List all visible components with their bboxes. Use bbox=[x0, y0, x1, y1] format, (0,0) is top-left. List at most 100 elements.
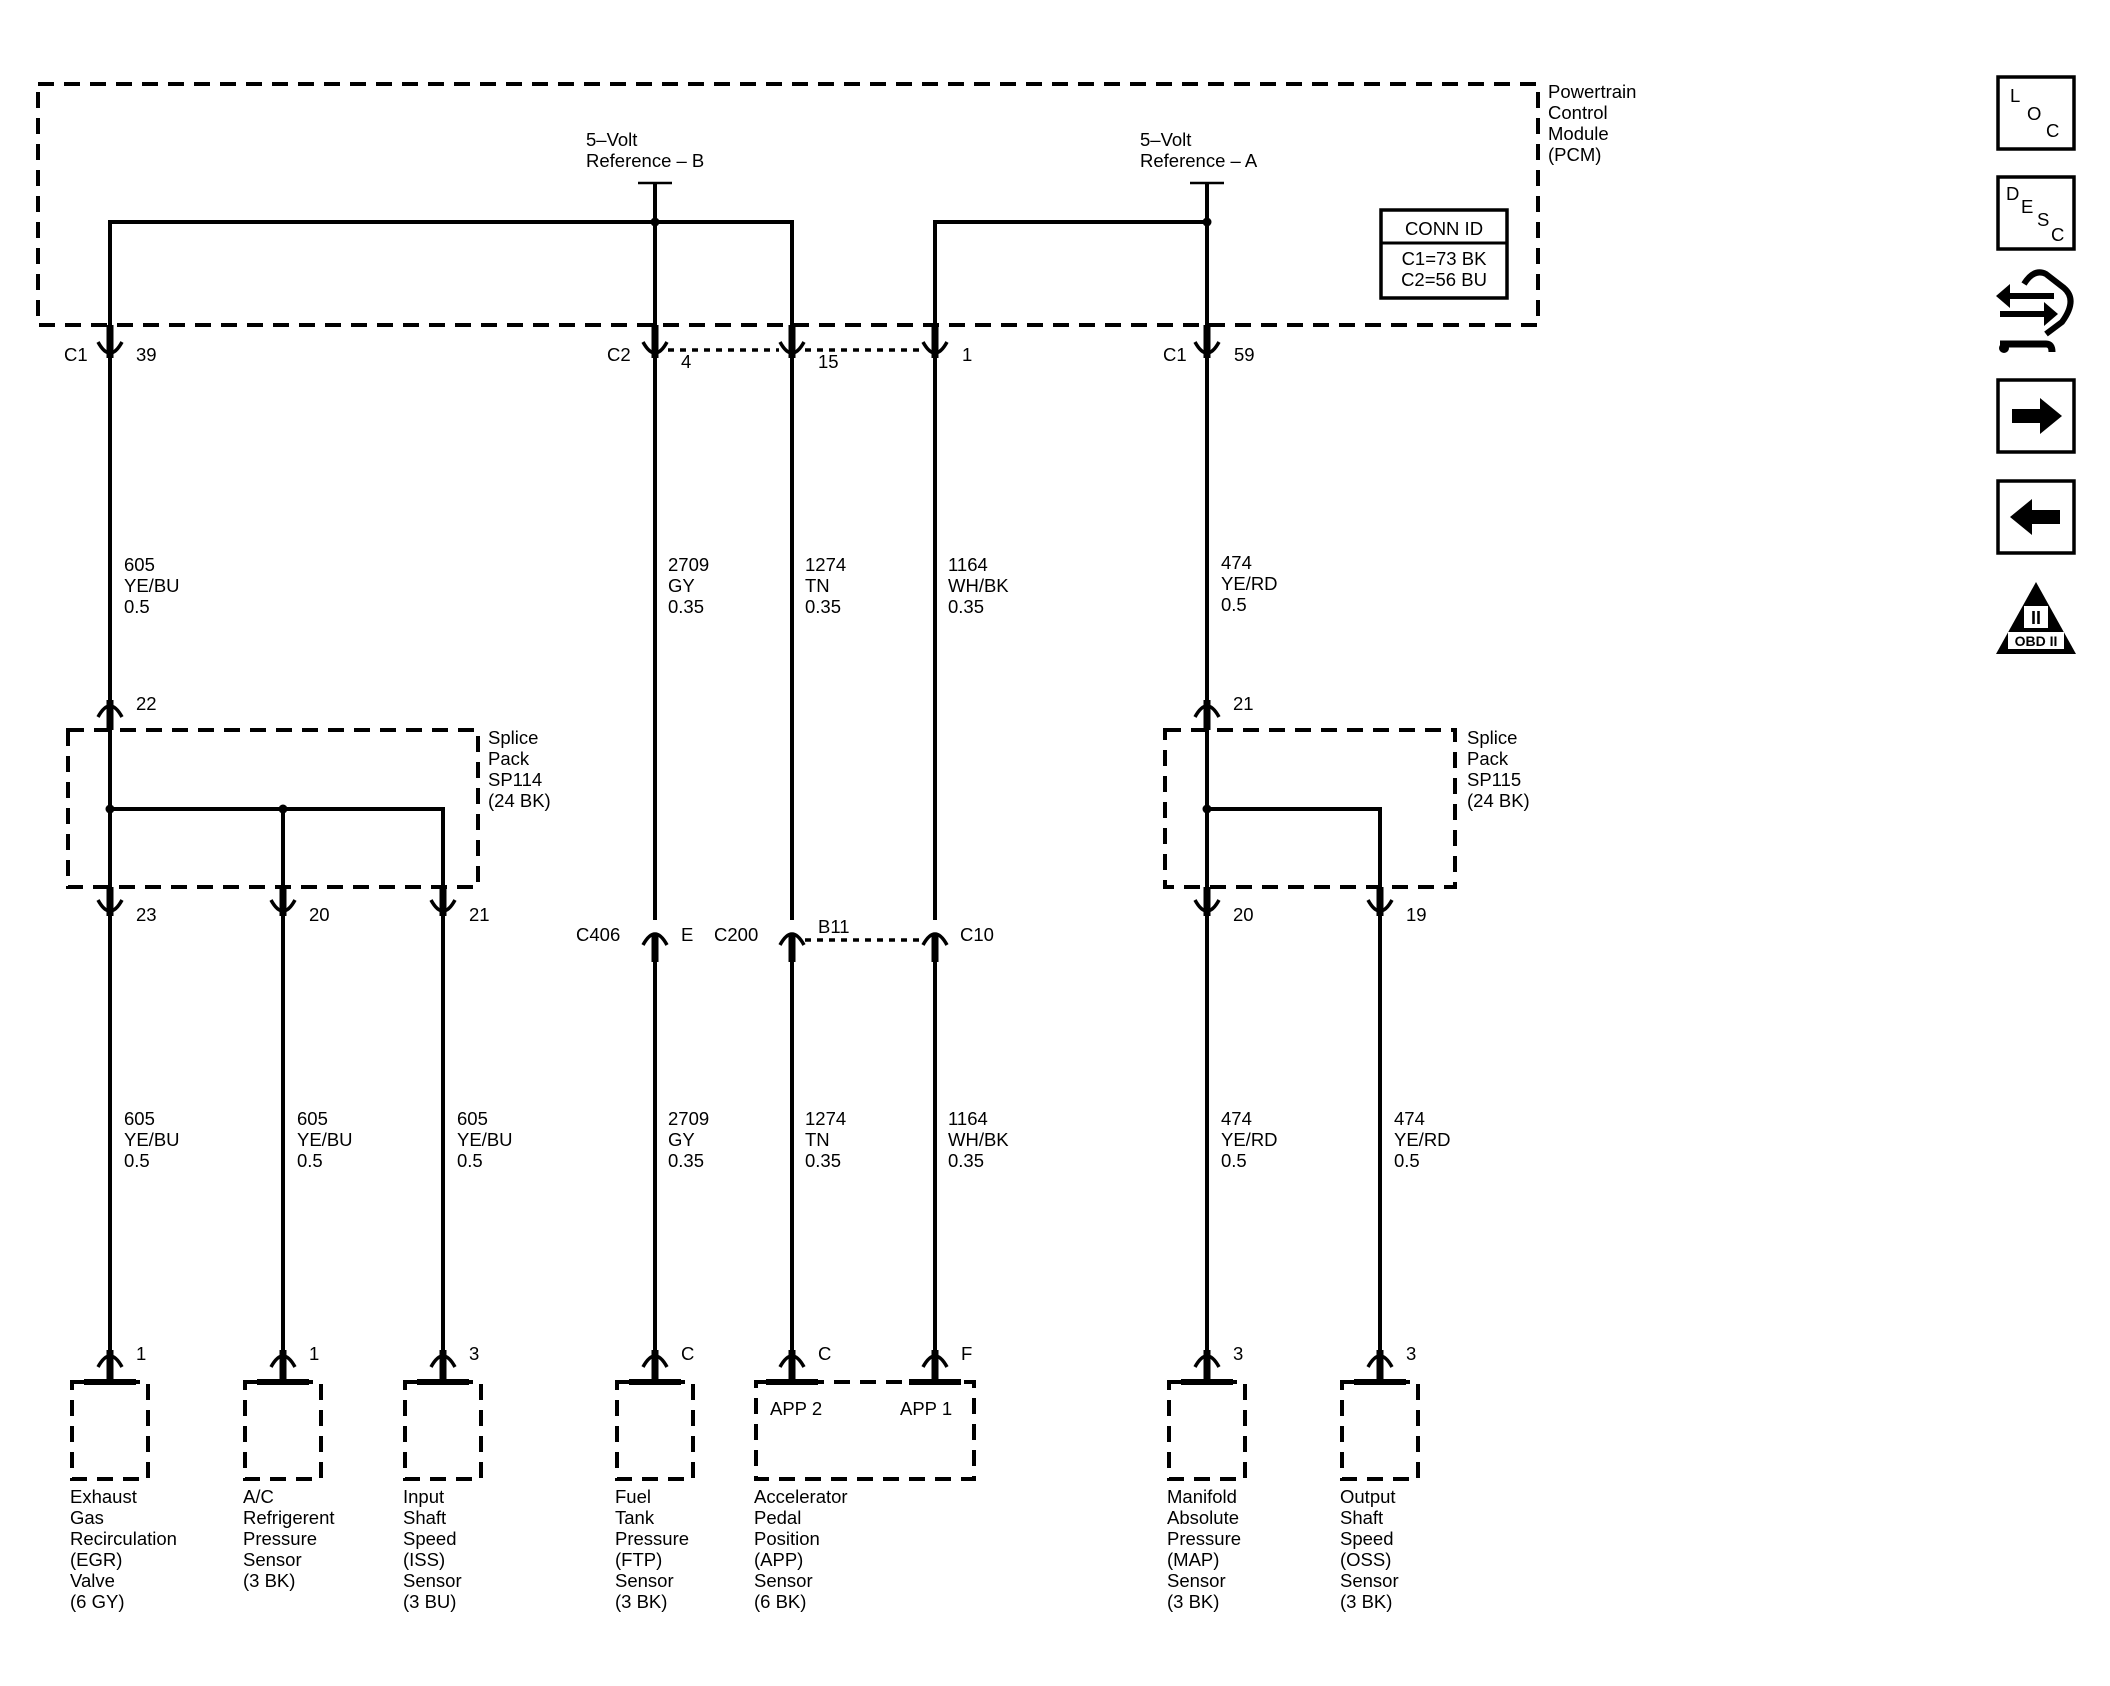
component-iss-sensor: 3 Input Shaft Speed (ISS) Sensor (3 BU) bbox=[403, 1343, 483, 1612]
svg-text:(3 BU): (3 BU) bbox=[403, 1591, 456, 1612]
pcm-module: Powertrain Control Module (PCM) 5–Volt R… bbox=[36, 81, 1636, 327]
sp115-label-3: SP115 bbox=[1467, 769, 1521, 790]
pcm-app2-pin: 15 bbox=[818, 351, 839, 372]
desc-button[interactable]: D E S C bbox=[1996, 175, 2076, 251]
component-oss-sensor: 3 Output Shaft Speed (OSS) Sensor (3 BK) bbox=[1340, 1343, 1420, 1612]
svg-text:2709: 2709 bbox=[668, 1108, 709, 1129]
svg-text:YE/BU: YE/BU bbox=[457, 1129, 513, 1150]
c406-pin: E bbox=[681, 924, 693, 945]
svg-text:O: O bbox=[2027, 103, 2041, 124]
wire-label-egr-upper: 605 YE/BU 0.5 bbox=[124, 554, 180, 617]
svg-text:0.5: 0.5 bbox=[124, 1150, 150, 1171]
pcm-map-pin: 59 bbox=[1234, 344, 1255, 365]
ref-a-line-2: Reference – A bbox=[1140, 150, 1258, 171]
pcm-ftp-conn: C2 bbox=[607, 344, 631, 365]
svg-text:605: 605 bbox=[124, 1108, 155, 1129]
map-pin: 3 bbox=[1233, 1343, 1243, 1364]
svg-text:Input: Input bbox=[403, 1486, 444, 1507]
wrench-arrows-icon[interactable] bbox=[1996, 269, 2074, 353]
sp115-out-pin-1: 20 bbox=[1233, 904, 1254, 925]
svg-text:Tank: Tank bbox=[615, 1507, 655, 1528]
svg-text:Pedal: Pedal bbox=[754, 1507, 801, 1528]
component-egr-valve: 1 Exhaust Gas Recirculation (EGR) Valve … bbox=[70, 1343, 177, 1612]
svg-text:474: 474 bbox=[1394, 1108, 1425, 1129]
ftp-pin: C bbox=[681, 1343, 694, 1364]
component-ac-pressure-sensor: 1 A/C Refrigerent Pressure Sensor (3 BK) bbox=[243, 1343, 335, 1591]
svg-text:Sensor: Sensor bbox=[1167, 1570, 1226, 1591]
sp115-out-pin-2: 19 bbox=[1406, 904, 1427, 925]
svg-text:0.5: 0.5 bbox=[1221, 1150, 1247, 1171]
svg-text:1274: 1274 bbox=[805, 1108, 846, 1129]
sp115-label-4: (24 BK) bbox=[1467, 790, 1530, 811]
splice-pack-sp115: 21 Splice Pack SP115 (24 BK) 20 19 bbox=[1163, 693, 1530, 925]
svg-text:(MAP): (MAP) bbox=[1167, 1549, 1219, 1570]
svg-text:S: S bbox=[2037, 209, 2049, 230]
svg-text:Shaft: Shaft bbox=[403, 1507, 446, 1528]
svg-text:Fuel: Fuel bbox=[615, 1486, 651, 1507]
svg-text:0.35: 0.35 bbox=[668, 596, 704, 617]
svg-text:L: L bbox=[2010, 85, 2020, 106]
prev-arrow-button[interactable] bbox=[1996, 479, 2076, 555]
svg-text:Absolute: Absolute bbox=[1167, 1507, 1239, 1528]
svg-text:Pressure: Pressure bbox=[243, 1528, 317, 1549]
svg-text:1274: 1274 bbox=[805, 554, 846, 575]
svg-text:GY: GY bbox=[668, 1129, 695, 1150]
svg-text:E: E bbox=[2021, 196, 2033, 217]
ref-a-line-1: 5–Volt bbox=[1140, 129, 1191, 150]
egr-pin: 1 bbox=[136, 1343, 146, 1364]
svg-text:(6 BK): (6 BK) bbox=[754, 1591, 806, 1612]
obd-ii-icon[interactable]: II OBD II bbox=[1996, 582, 2076, 654]
app-pin-f: F bbox=[961, 1343, 972, 1364]
inline-connectors: C406 E C200 B11 C10 bbox=[576, 916, 994, 962]
iss-pin: 3 bbox=[469, 1343, 479, 1364]
svg-text:1164: 1164 bbox=[948, 554, 988, 575]
component-map-sensor: 3 Manifold Absolute Pressure (MAP) Senso… bbox=[1167, 1343, 1247, 1612]
loc-button[interactable]: L O C bbox=[1996, 75, 2076, 151]
app2-inner-label: APP 2 bbox=[770, 1398, 822, 1419]
svg-text:(6 GY): (6 GY) bbox=[70, 1591, 124, 1612]
pcm-label-line-3: Module bbox=[1548, 123, 1609, 144]
sp114-label-3: SP114 bbox=[488, 769, 542, 790]
svg-text:0.5: 0.5 bbox=[1221, 594, 1247, 615]
sp115-label-2: Pack bbox=[1467, 748, 1509, 769]
svg-text:0.35: 0.35 bbox=[948, 596, 984, 617]
ac-pin: 1 bbox=[309, 1343, 319, 1364]
svg-text:0.35: 0.35 bbox=[805, 596, 841, 617]
svg-text:0.35: 0.35 bbox=[948, 1150, 984, 1171]
wire-label-app2-upper: 1274 TN 0.35 bbox=[805, 554, 846, 617]
svg-text:(EGR): (EGR) bbox=[70, 1549, 122, 1570]
svg-text:0.5: 0.5 bbox=[1394, 1150, 1420, 1171]
svg-text:YE/BU: YE/BU bbox=[124, 575, 180, 596]
wire-label-map-upper: 474 YE/RD 0.5 bbox=[1221, 552, 1278, 615]
pcm-egr-conn: C1 bbox=[64, 344, 88, 365]
pcm-egr-pin: 39 bbox=[136, 344, 157, 365]
svg-text:Position: Position bbox=[754, 1528, 820, 1549]
svg-text:C: C bbox=[2051, 224, 2064, 245]
left-arrow-icon bbox=[2010, 499, 2060, 535]
app1-inner-label: APP 1 bbox=[900, 1398, 952, 1419]
svg-text:0.5: 0.5 bbox=[124, 596, 150, 617]
svg-text:2709: 2709 bbox=[668, 554, 709, 575]
c200-pin-b11: B11 bbox=[818, 916, 850, 937]
svg-text:Sensor: Sensor bbox=[615, 1570, 674, 1591]
svg-text:605: 605 bbox=[124, 554, 155, 575]
svg-text:YE/RD: YE/RD bbox=[1221, 573, 1278, 594]
conn-id-c2: C2=56 BU bbox=[1401, 269, 1487, 290]
svg-text:0.5: 0.5 bbox=[457, 1150, 483, 1171]
svg-text:Manifold: Manifold bbox=[1167, 1486, 1237, 1507]
c200-pin-c10: C10 bbox=[960, 924, 994, 945]
sp114-label-4: (24 BK) bbox=[488, 790, 551, 811]
svg-text:Shaft: Shaft bbox=[1340, 1507, 1383, 1528]
sp115-label-1: Splice bbox=[1467, 727, 1517, 748]
pcm-label-line-1: Powertrain bbox=[1548, 81, 1636, 102]
svg-text:WH/BK: WH/BK bbox=[948, 1129, 1009, 1150]
svg-text:Pressure: Pressure bbox=[615, 1528, 689, 1549]
svg-text:YE/BU: YE/BU bbox=[124, 1129, 180, 1150]
svg-text:Recirculation: Recirculation bbox=[70, 1528, 177, 1549]
svg-text:OBD II: OBD II bbox=[2015, 633, 2058, 649]
svg-text:0.35: 0.35 bbox=[805, 1150, 841, 1171]
next-arrow-button[interactable] bbox=[1996, 378, 2076, 454]
svg-text:Refrigerent: Refrigerent bbox=[243, 1507, 335, 1528]
pcm-map-conn: C1 bbox=[1163, 344, 1187, 365]
svg-text:C: C bbox=[2046, 120, 2059, 141]
